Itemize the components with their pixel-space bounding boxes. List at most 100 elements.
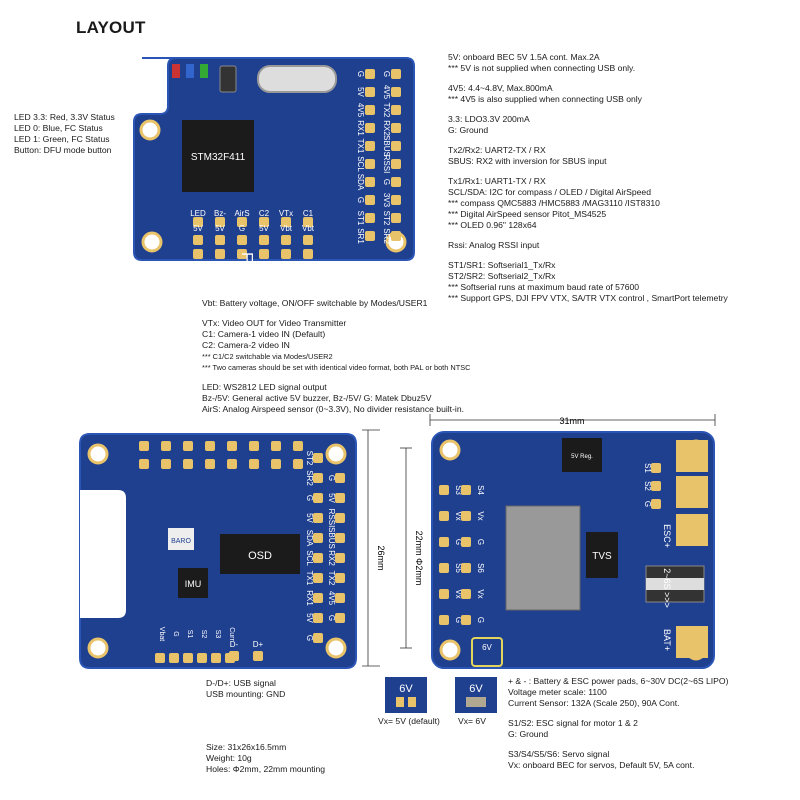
solder-pad [193, 249, 203, 259]
bottom-left-pcb [79, 433, 357, 669]
pad-label: 5V [193, 224, 203, 233]
solder-pad [365, 231, 375, 241]
solder-pad [335, 533, 345, 543]
solder-pad [303, 217, 313, 227]
solder-pad [439, 615, 449, 625]
solder-pad [271, 441, 281, 451]
pad-label: Vx [476, 589, 485, 598]
solder-pad [303, 235, 313, 245]
solder-pad [365, 213, 375, 223]
pad-label: G [382, 71, 391, 77]
solder-pad [313, 573, 323, 583]
pad-label: SBUS [327, 527, 336, 549]
pad-label: 5V [215, 224, 225, 233]
solder-pad [197, 653, 207, 663]
pad-label: Vx [454, 589, 463, 598]
baro-chip [168, 528, 194, 550]
svg-text:26mm: 26mm [376, 545, 386, 570]
solder-pad [313, 633, 323, 643]
pad-label: S1 [186, 630, 193, 639]
pad-label: Curr [228, 627, 235, 641]
solder-pad [391, 159, 401, 169]
pad-label: 4V5 [327, 591, 336, 606]
solder-pad [161, 459, 171, 469]
pad-label: G [382, 179, 391, 185]
power-label: ESC+ [662, 524, 672, 548]
pad-label: 4V5 [382, 85, 391, 100]
pad-label: S2 [200, 630, 207, 639]
solder-pad [365, 141, 375, 151]
mid-notes: Vbt: Battery voltage, ON/OFF switchable … [202, 298, 471, 414]
pad-label: S5 [454, 563, 463, 573]
solder-pad [335, 493, 345, 503]
pad-label: S3 [214, 630, 221, 639]
pad-label: VTx [279, 209, 293, 218]
solder-pad [335, 613, 345, 623]
solder-pad [313, 593, 323, 603]
solder-pad [365, 69, 375, 79]
pad-label: SCL [305, 550, 314, 566]
solder-pad [461, 615, 471, 625]
svg-text:6V: 6V [469, 683, 483, 695]
pad-label: SCL [356, 156, 365, 172]
pad-label: G [327, 475, 336, 481]
solder-pad [461, 485, 471, 495]
pad-label: RSSI [327, 509, 336, 528]
solder-pad [335, 473, 345, 483]
solder-pad [391, 141, 401, 151]
solder-pad [271, 459, 281, 469]
solder-pad [461, 563, 471, 573]
solder-pad [155, 653, 165, 663]
pad-label: G [454, 617, 463, 623]
solder-pad [461, 537, 471, 547]
pad-label: TX1 [305, 571, 314, 586]
pad-label: Vx [476, 511, 485, 520]
solder-pad [227, 441, 237, 451]
power-pad [676, 514, 708, 546]
pad-label: RSSI [382, 155, 391, 174]
pad-label: TX2 [382, 103, 391, 118]
imu-chip [178, 568, 208, 598]
pad-label: 5V [327, 493, 336, 503]
usb-connector [257, 65, 337, 93]
solder-pad [365, 159, 375, 169]
power-pad [676, 440, 708, 472]
pad-label: 5V [305, 513, 314, 523]
solder-pad [205, 441, 215, 451]
pad-label: G [476, 539, 485, 545]
pad-label: RX1 [356, 120, 365, 136]
pad-label: ST2 [305, 451, 314, 466]
solder-pad [313, 553, 323, 563]
svg-text:STM32F411: STM32F411 [191, 152, 246, 163]
pad-label: 4V5 [356, 103, 365, 118]
pad-label: G [305, 495, 314, 501]
pad-label: G [239, 224, 245, 233]
svg-text:6V: 6V [399, 683, 413, 695]
pad-label: RX2 [382, 120, 391, 136]
solder-pad [249, 441, 259, 451]
pad-label: G [172, 631, 179, 636]
solder-pad [461, 511, 471, 521]
pad-label: G [305, 635, 314, 641]
solder-pad [139, 441, 149, 451]
dimension-lines: 31mm 26mm 22mm Φ2mm [362, 414, 716, 667]
solder-pad [365, 105, 375, 115]
solder-pad [183, 653, 193, 663]
pad-label: 5V [305, 613, 314, 623]
solder-pad [237, 235, 247, 245]
pad-label: S4 [476, 485, 485, 495]
svg-text:IMU: IMU [185, 579, 202, 589]
mount-hole [139, 119, 161, 141]
solder-pad [461, 589, 471, 599]
svg-text:22mm Φ2mm: 22mm Φ2mm [414, 531, 424, 586]
power-label: 2~6S >>> [662, 568, 672, 608]
solder-pad [313, 493, 323, 503]
pad-label: TX1 [356, 139, 365, 154]
pad-label: 5V [356, 87, 365, 97]
pad-label: G [476, 617, 485, 623]
solder-pad [439, 589, 449, 599]
solder-pad [259, 235, 269, 245]
solder-pad [439, 485, 449, 495]
solder-pad [365, 195, 375, 205]
